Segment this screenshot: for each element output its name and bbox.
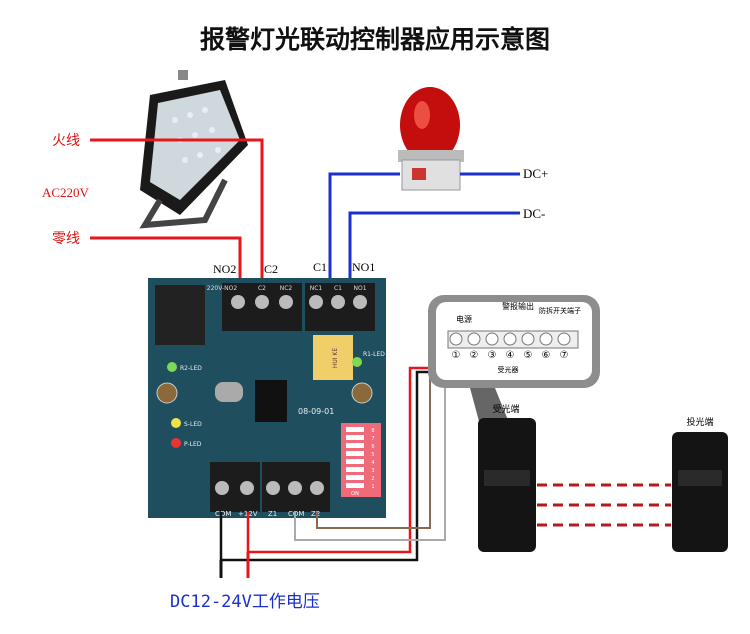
led-label: S-LED — [184, 421, 202, 428]
terminal-z1: Z1 — [268, 510, 277, 518]
detector-terminal-2: ② — [470, 350, 479, 361]
dc-plus-c1-wire — [328, 172, 400, 280]
dc-plus-label: DC+ — [523, 166, 548, 181]
floodlight-image — [139, 70, 248, 229]
detector-tamper-label: 防拆开关端子 — [539, 306, 581, 315]
dip-number: 8 — [371, 428, 374, 434]
receiver-label: 受光端 — [492, 403, 519, 415]
receiver-device — [478, 418, 536, 552]
detector-terminal-1: ① — [452, 350, 461, 361]
detector-power-label: 电源 — [456, 314, 472, 324]
top-terminal-label: NO1 — [353, 285, 366, 292]
dip-number: 6 — [371, 444, 374, 450]
detector-terminal-inset: 电源 警报输出 防拆开关端子 ① ② ③ ④ ⑤ ⑥ ⑦ 受光器 — [428, 295, 600, 425]
top-terminal-label: NC2 — [280, 285, 293, 292]
neutral-wire — [90, 236, 242, 280]
ac220v-label: AC220V — [42, 185, 90, 200]
dip-number: 2 — [371, 476, 374, 482]
detector-terminal-5: ⑤ — [524, 350, 533, 361]
detector-terminal-4: ④ — [506, 350, 515, 361]
detector-terminal-7: ⑦ — [560, 350, 569, 361]
top-terminal-label: C1 — [334, 285, 342, 292]
infrared-beams — [537, 483, 671, 527]
detector-terminal-3: ③ — [488, 350, 497, 361]
transmitter-label: 投光端 — [686, 416, 713, 428]
dip-number: 5 — [371, 452, 374, 458]
dc-minus-label: DC- — [523, 206, 545, 221]
diagram-title: 报警灯光联动控制器应用示意图 — [200, 25, 550, 54]
transmitter-device — [672, 432, 728, 552]
dip-number: 4 — [371, 460, 374, 466]
live-wire — [90, 138, 264, 280]
terminal-z2: Z2 — [311, 510, 320, 518]
label-no1: NO1 — [352, 260, 375, 274]
label-c2: C2 — [264, 262, 278, 276]
top-terminal-label: 220V-NO2 — [207, 285, 238, 292]
dip-on-label: ON — [351, 491, 359, 497]
live-wire-label: 火线 — [52, 133, 80, 149]
supply-voltage-label: DC12-24V工作电压 — [170, 592, 320, 612]
top-terminal-label: C2 — [258, 285, 266, 292]
alarm-beacon-image — [398, 87, 464, 191]
dc-minus-wire — [348, 211, 520, 280]
neutral-wire-label: 零线 — [52, 231, 80, 247]
dip-number: 1 — [371, 484, 374, 490]
led-label: P-LED — [184, 441, 202, 448]
relay-brand: HUI KE — [332, 348, 339, 369]
detector-alarm-output-label: 警报输出 — [502, 301, 534, 311]
led-label: R2-LED — [180, 365, 202, 372]
controller-board: 220V-NO2 C2 NC2 NC1 C1 NO1 HUI KE 08-09-… — [148, 278, 386, 518]
terminal-com: COM — [215, 510, 231, 518]
label-no2: NO2 — [213, 262, 236, 276]
detector-terminal-6: ⑥ — [542, 350, 551, 361]
led-label: R1-LED — [363, 351, 385, 358]
dip-number: 7 — [371, 436, 374, 442]
label-c1: C1 — [313, 260, 327, 274]
dip-number: 3 — [371, 468, 374, 474]
board-model: 08-09-01 — [298, 407, 334, 416]
detector-receiver-label: 受光器 — [498, 365, 519, 374]
terminal-com2: COM — [288, 510, 304, 518]
top-terminal-label: NC1 — [310, 285, 323, 292]
